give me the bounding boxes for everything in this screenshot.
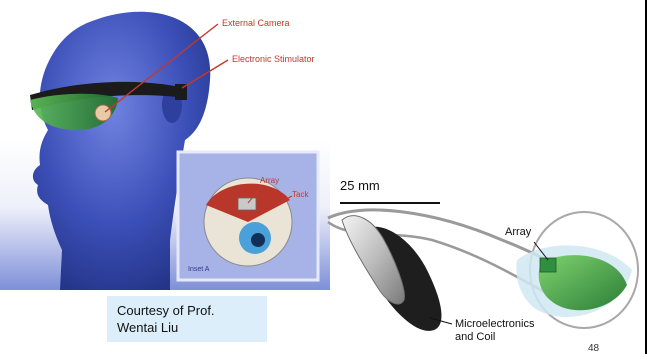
- label-inset-tack: Tack: [292, 190, 308, 199]
- label-microelectronics-line1: Microelectronics: [455, 318, 534, 331]
- credit-line-2: Wentai Liu: [117, 319, 257, 336]
- label-electronic-stimulator: Electronic Stimulator: [232, 54, 315, 64]
- label-microelectronics: Microelectronics and Coil: [455, 318, 534, 344]
- label-right-array: Array: [505, 226, 531, 238]
- head-illustration: [0, 0, 330, 290]
- page-number: 48: [588, 343, 599, 354]
- label-inset-array: Array: [260, 176, 279, 185]
- camera-icon: [95, 105, 111, 121]
- scale-label: 25 mm: [340, 178, 380, 193]
- implant-array-chip: [540, 258, 556, 272]
- inset-pupil: [251, 233, 265, 247]
- label-external-camera: External Camera: [222, 18, 290, 28]
- slide-border-right: [645, 0, 647, 354]
- label-microelectronics-line2: and Coil: [455, 331, 534, 344]
- credit-line-1: Courtesy of Prof.: [117, 302, 257, 319]
- label-inset-a: Inset A: [188, 266, 209, 273]
- inset-array-chip: [238, 198, 256, 210]
- credit-box: Courtesy of Prof. Wentai Liu: [107, 296, 267, 342]
